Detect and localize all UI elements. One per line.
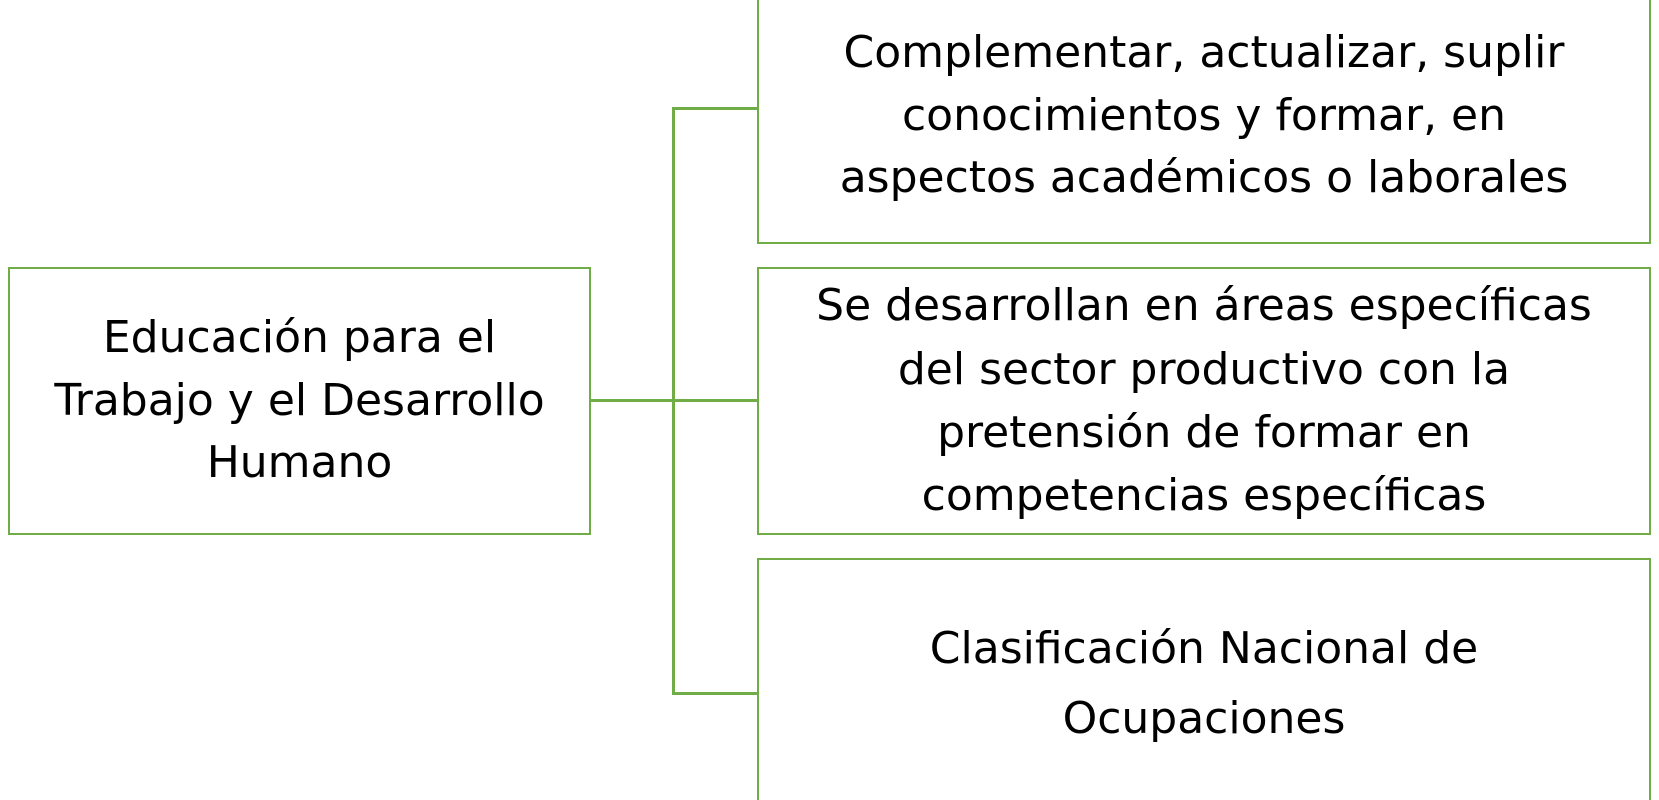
child-node-line: competencias específicas xyxy=(921,470,1487,522)
connector-to-child-1 xyxy=(672,107,758,110)
child-node-3-label: Clasificación Nacional de Ocupaciones xyxy=(930,614,1478,755)
root-node-line: Educación para el xyxy=(102,312,497,364)
connector-to-child-2 xyxy=(672,399,758,402)
root-node-label: Educación para el Trabajo y el Desarroll… xyxy=(54,307,544,494)
child-node-1-label: Complementar, actualizar, suplir conocim… xyxy=(840,22,1569,209)
root-node-line: Trabajo y el Desarrollo xyxy=(54,374,545,426)
child-node-1: Complementar, actualizar, suplir conocim… xyxy=(757,0,1651,244)
root-node: Educación para el Trabajo y el Desarroll… xyxy=(8,267,591,535)
child-node-line: pretensión de formar en xyxy=(937,407,1471,458)
child-node-line: Ocupaciones xyxy=(1062,693,1346,744)
connector-to-child-3 xyxy=(672,692,758,695)
child-node-3: Clasificación Nacional de Ocupaciones xyxy=(757,558,1651,800)
child-node-line: Complementar, actualizar, suplir xyxy=(843,27,1565,79)
child-node-line: aspectos académicos o laborales xyxy=(839,152,1569,204)
child-node-line: conocimientos y formar, en xyxy=(901,89,1507,141)
child-node-line: del sector productivo con la xyxy=(897,343,1511,395)
child-node-line: Clasificación Nacional de xyxy=(929,622,1479,674)
connector-root-to-spine xyxy=(589,399,673,402)
child-node-2: Se desarrollan en áreas específicas del … xyxy=(757,267,1651,535)
child-node-line: Se desarrollan en áreas específicas xyxy=(816,280,1592,332)
root-node-line: Humano xyxy=(206,437,393,489)
child-node-2-label: Se desarrollan en áreas específicas del … xyxy=(816,274,1592,527)
